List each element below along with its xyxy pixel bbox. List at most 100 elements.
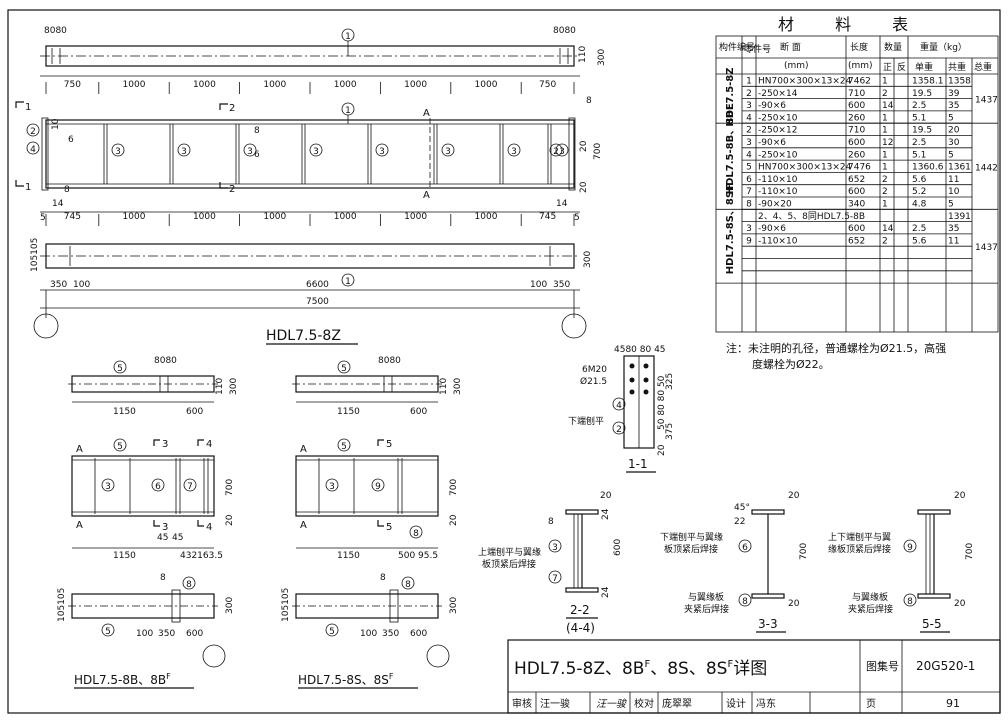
cut-5: 5 — [386, 439, 392, 450]
part-label: 9 — [907, 543, 913, 553]
cell-qty-pos: 14 — [882, 101, 894, 111]
dim-5: 5 — [574, 213, 580, 223]
dim-105105: 105105 — [57, 588, 67, 622]
detail-8b: 5 8080 110 300 1150 600 A A 5 3 4 3 4 3 … — [57, 356, 239, 689]
materials-title: 材 料 表 — [778, 15, 926, 34]
part-label: 4 — [30, 145, 36, 155]
hdr-length: 长度 — [850, 41, 868, 53]
dim-100: 100 — [360, 629, 377, 639]
cell-section: -250×10 — [758, 150, 798, 160]
cell-part: 2 — [746, 126, 752, 136]
cell-qty-pos: 1 — [882, 150, 888, 160]
cell-unit-weight: 5.6 — [912, 175, 927, 185]
cell-total-weight: 11 — [948, 175, 959, 185]
dim-325: 325 — [665, 373, 675, 390]
designer-name: 冯东 — [756, 697, 776, 710]
cell-unit-weight: 1358.1 — [912, 77, 944, 87]
section-4-4-title: (4-4) — [566, 621, 595, 635]
hdr-member: 构件编号 — [719, 41, 755, 53]
cut-2-top: 2 — [229, 103, 235, 114]
cell-unit-weight: 5.1 — [912, 113, 926, 123]
cell-total-weight: 5 — [948, 150, 954, 160]
titleblock-title: HDL7.5-8Z、8BF、8S、8SF详图 — [514, 659, 767, 679]
dim-14: 14 — [556, 199, 568, 209]
part-label: 3 — [181, 147, 187, 157]
dim-8080-right: 8080 — [553, 26, 576, 36]
cut-2-bottom: 2 — [229, 184, 235, 195]
note-line-2: 度螺栓为Ø22。 — [752, 357, 830, 371]
cut-5: 5 — [386, 522, 392, 533]
reviewer-signature: 汪一骏 — [596, 698, 627, 710]
materials-table: 材 料 表 构件编号 零件号 断 面 (mm) 长度 (mm) 数量 正 反 重… — [715, 15, 999, 371]
cell-total-weight: 1358 — [948, 77, 971, 87]
dim-20: 20 — [449, 514, 459, 526]
checker-name: 庞翠翠 — [662, 697, 692, 710]
cell-unit-weight: 1360.6 — [912, 163, 944, 173]
dim-value: 1000 — [263, 80, 286, 90]
note-2-2-b: 板顶紧后焊接 — [482, 558, 536, 570]
part-label: 2 — [616, 425, 622, 435]
dim-300: 300 — [597, 49, 607, 66]
dim-350: 350 — [50, 280, 67, 290]
dim-24: 24 — [601, 508, 611, 520]
dim-value: 1000 — [193, 212, 216, 222]
dim-432163: 432163.5 — [180, 551, 223, 561]
cell-section: -250×14 — [758, 89, 798, 99]
dim-6600: 6600 — [306, 280, 329, 290]
part-label: 8 — [742, 597, 748, 607]
cell-unit-weight: 19.5 — [912, 89, 932, 99]
reviewer-name: 汪一骏 — [540, 697, 570, 710]
cell-length: 600 — [848, 224, 865, 234]
dim-1150: 1150 — [113, 407, 136, 417]
cut-4: 4 — [206, 522, 212, 533]
part-label: 1 — [345, 277, 351, 287]
section-a: A — [300, 444, 307, 455]
detail-8s: 5 8080 110 300 1150 600 A A 5 5 5 3 9 8 … — [281, 356, 463, 689]
cell-total-weight: 1361 — [948, 163, 971, 173]
dim-105105: 105105 — [30, 238, 40, 272]
cell-section: HN700×300×13×24 — [758, 163, 852, 173]
cell-unit-weight: 4.8 — [912, 200, 927, 210]
page-number: 91 — [946, 697, 960, 710]
cell-length: 600 — [848, 187, 865, 197]
dim-20: 20 — [579, 181, 589, 193]
part-label: 6 — [155, 482, 161, 492]
part-label: 2 — [30, 127, 36, 137]
cell-length: 652 — [848, 175, 865, 185]
section-a: A — [76, 520, 83, 531]
dim-105105: 105105 — [281, 588, 291, 622]
dim-700: 700 — [225, 479, 235, 496]
cell-section: -250×12 — [758, 126, 797, 136]
review-label: 审核 — [512, 697, 532, 710]
design-label: 设计 — [726, 697, 746, 710]
section-2-2-title: 2-2 — [570, 603, 590, 617]
cell-part: 3 — [746, 101, 752, 111]
dim-20: 20 — [954, 599, 966, 609]
dim-110: 110 — [578, 46, 588, 63]
beam-elevation: A A 1 1 1 2 2 2 4 10 6 8 14 8 6 8 14 20 … — [15, 96, 603, 226]
part-label: 4 — [616, 401, 622, 411]
title-block: HDL7.5-8Z、8BF、8S、8SF详图 图集号 20G520-1 审核 汪… — [507, 639, 1001, 714]
dim-500955: 500 95.5 — [398, 551, 438, 561]
cell-length: 7476 — [848, 163, 871, 173]
dim-100: 100 — [73, 280, 90, 290]
cell-length: 710 — [848, 126, 865, 136]
section-a-bottom: A — [423, 190, 430, 201]
dim-100: 100 — [136, 629, 153, 639]
cell-section: -110×10 — [758, 187, 798, 197]
cell-qty-pos: 2 — [882, 175, 888, 185]
hdr-weight: 重量（kg） — [920, 41, 967, 53]
section-a: A — [76, 444, 83, 455]
hdr-length-unit: (mm) — [848, 61, 873, 71]
hole-diameter: Ø21.5 — [580, 376, 607, 387]
dim-20: 20 — [600, 491, 612, 501]
cell-part: 8 — [746, 200, 752, 210]
cell-section: -110×10 — [758, 175, 798, 185]
section-5-5: 9 8 上下端刨平与翼 缘板顶紧后焊接 与翼缘板 夹紧后焊接 20 700 20… — [828, 491, 975, 633]
weld-8: 8 — [586, 96, 592, 106]
cell-total-weight: 35 — [948, 101, 959, 111]
bolt-label: 6M20 — [582, 365, 607, 375]
dim-value: 1000 — [334, 212, 357, 222]
part-label: 8 — [413, 529, 419, 539]
